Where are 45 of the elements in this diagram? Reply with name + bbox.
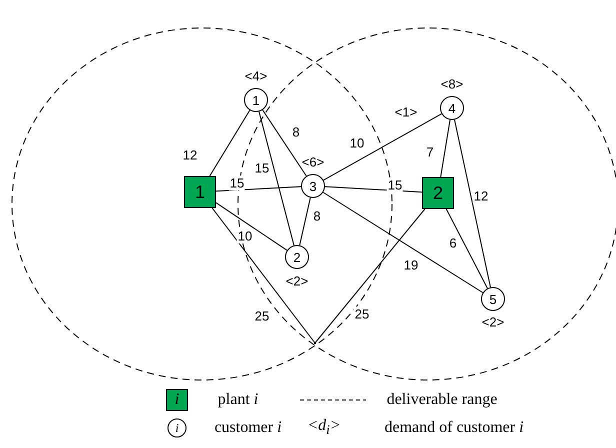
edge-label: 7	[425, 144, 435, 160]
legend-symbol-text: i	[174, 391, 180, 409]
edge-label: 15	[386, 178, 404, 192]
connector-line	[314, 208, 426, 344]
connector-line	[454, 119, 491, 288]
demand-label: <2>	[482, 314, 504, 330]
legend-text: deliverable range	[386, 391, 498, 409]
edge-label: 6	[448, 236, 458, 250]
edge-label: 10	[236, 228, 254, 244]
demand-label: <2>	[286, 274, 308, 288]
edge-label: 15	[254, 160, 270, 176]
edge-label: 10	[348, 136, 366, 150]
connector-line	[324, 186, 422, 193]
edge-label: 19	[402, 258, 420, 272]
customer-circle: 3	[301, 174, 325, 198]
plant-box: 1	[184, 176, 216, 208]
edge-label: 25	[354, 306, 370, 322]
legend-symbol-text: i	[175, 420, 179, 437]
demand-label: <8>	[440, 76, 464, 92]
edge-label: 8	[312, 208, 322, 224]
customer-circle: 1	[244, 88, 268, 112]
connector-line	[212, 208, 316, 344]
connector-line	[322, 192, 484, 294]
edge-label: 12	[182, 148, 198, 162]
edge-label: 15	[228, 176, 246, 190]
connector-line	[216, 186, 302, 192]
connector-line	[322, 113, 442, 181]
demand-label: <4>	[244, 68, 268, 84]
customer-circle: 2	[285, 245, 309, 269]
connector-line	[446, 208, 488, 289]
legend-text: plant i	[218, 391, 258, 409]
edge-label: 8	[291, 124, 301, 140]
customer-circle: 5	[481, 287, 505, 311]
connector-line	[262, 110, 307, 176]
connector-line	[299, 197, 311, 246]
connector-line	[440, 119, 451, 178]
connector-line	[258, 111, 294, 246]
connector-line	[216, 202, 288, 251]
demand-label: <6>	[302, 154, 324, 170]
edge-label: 12	[472, 188, 490, 204]
edge-label: 25	[254, 308, 270, 324]
customer-circle: 4	[440, 96, 464, 120]
connector-line	[209, 110, 250, 176]
plant-box: 2	[422, 177, 454, 209]
demand-label: <1>	[394, 104, 418, 120]
